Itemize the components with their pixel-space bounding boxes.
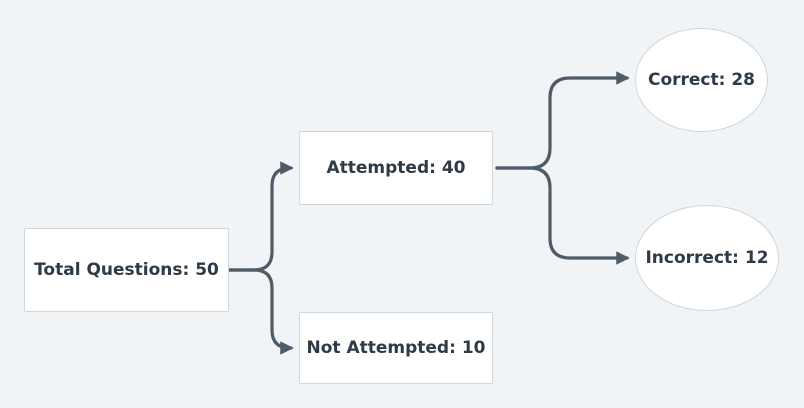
connector-total-to-not-attempted: [227, 268, 294, 355]
connector-attempted-to-correct: [495, 71, 630, 170]
connector-total-to-attempted: [227, 161, 294, 272]
node-incorrect: Incorrect: 12: [635, 205, 779, 311]
node-label: Total Questions: 50: [34, 260, 219, 280]
connector-attempted-to-incorrect: [495, 166, 630, 265]
node-label: Correct: 28: [647, 70, 756, 90]
node-label: Incorrect: 12: [645, 248, 769, 268]
node-label: Attempted: 40: [326, 158, 466, 178]
node-correct: Correct: 28: [635, 28, 768, 132]
node-attempted: Attempted: 40: [299, 131, 493, 205]
node-total-questions: Total Questions: 50: [24, 228, 229, 312]
node-label: Not Attempted: 10: [306, 338, 486, 358]
node-not-attempted: Not Attempted: 10: [299, 312, 493, 384]
